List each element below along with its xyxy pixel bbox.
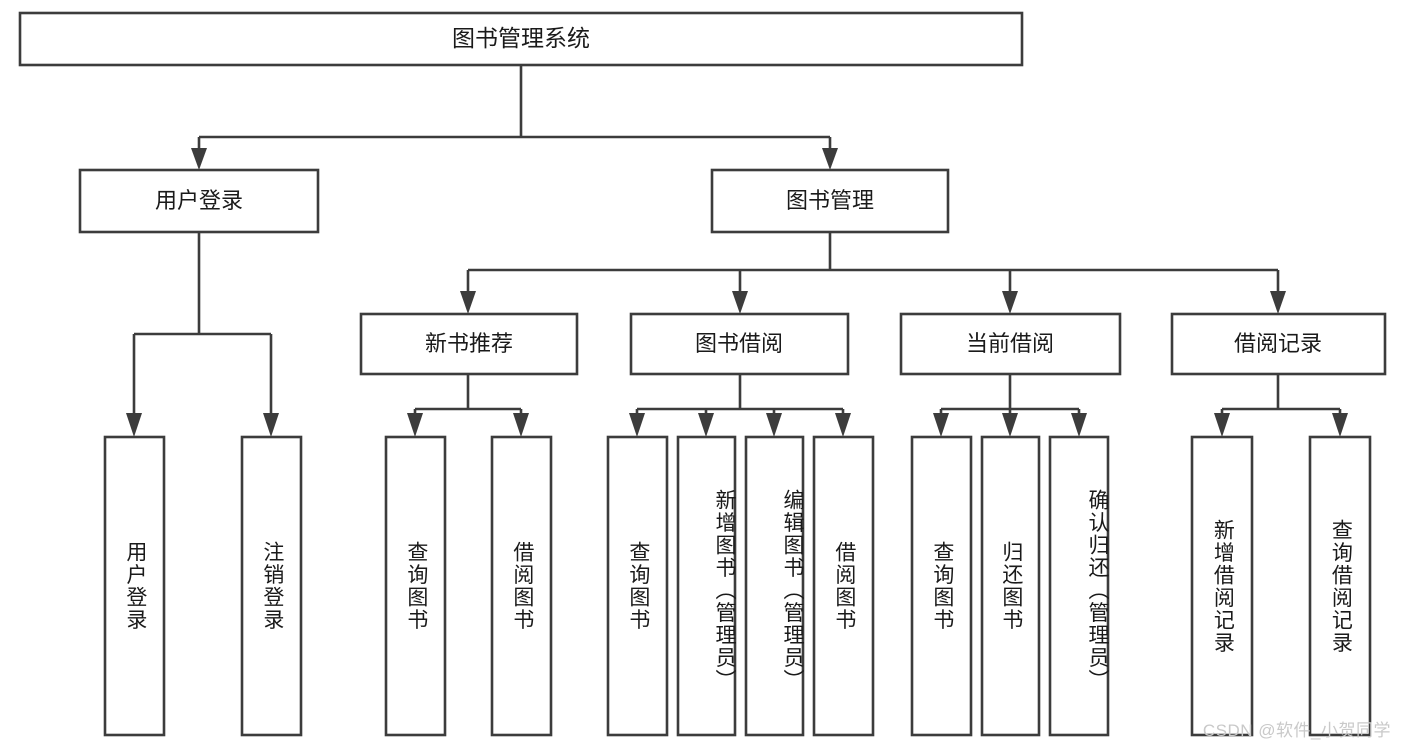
node-box-borrow-record[interactable] (1170, 312, 1387, 376)
node-box-leaf-nb-borrow-book[interactable] (490, 435, 553, 737)
arrow-leaf-logout (263, 413, 279, 437)
arrow-leaf-user-login (126, 413, 142, 437)
connector-layer (126, 65, 1348, 437)
node-box-book-borrow[interactable] (629, 312, 850, 376)
arrow-leaf-cb-confirm (1071, 413, 1087, 437)
node-box-leaf-logout[interactable] (240, 435, 303, 737)
arrow-leaf-br-add (1214, 413, 1230, 437)
arrow-to-book-manage (822, 148, 838, 170)
node-box-leaf-bb-edit-book[interactable] (744, 435, 805, 737)
arrow-leaf-bb-add (698, 413, 714, 437)
arrow-leaf-nb-query (407, 413, 423, 437)
arrow-leaf-bb-query (629, 413, 645, 437)
node-label-user-login: 用户登录 (155, 188, 243, 213)
node-box-leaf-bb-add-book[interactable] (676, 435, 737, 737)
node-box-leaf-bb-borrow-book[interactable] (812, 435, 875, 737)
arrow-to-borrow-record (1270, 291, 1286, 314)
watermark-text: CSDN @软件_小贺同学 (1202, 721, 1391, 740)
arrow-to-user-login (191, 148, 207, 170)
arrow-leaf-nb-borrow (513, 413, 529, 437)
arrow-to-book-borrow (732, 291, 748, 314)
arrow-leaf-bb-borrow (835, 413, 851, 437)
node-label-current-borrow: 当前借阅 (966, 331, 1054, 356)
node-box-leaf-cb-return-book[interactable] (980, 435, 1041, 737)
node-box-user-login[interactable] (78, 168, 320, 234)
node-box-book-manage[interactable] (710, 168, 950, 234)
node-layer: 图书管理系统 用户登录 图书管理 新书推荐 图书借阅 当前借阅 借阅记录 (18, 11, 1387, 737)
node-box-new-book-recommend[interactable] (359, 312, 579, 376)
node-box-leaf-cb-confirm-return[interactable] (1048, 435, 1110, 737)
node-box-leaf-cb-query-book[interactable] (910, 435, 973, 737)
node-label-root: 图书管理系统 (452, 25, 590, 51)
node-label-book-manage: 图书管理 (786, 188, 874, 213)
arrow-leaf-cb-query (933, 413, 949, 437)
arrow-leaf-br-query (1332, 413, 1348, 437)
node-label-new-book-recommend: 新书推荐 (425, 331, 513, 356)
node-label-book-borrow: 图书借阅 (695, 331, 783, 356)
node-box-current-borrow[interactable] (899, 312, 1122, 376)
node-box-leaf-br-query-record[interactable] (1308, 435, 1372, 737)
arrow-leaf-bb-edit (766, 413, 782, 437)
arrow-leaf-cb-return (1002, 413, 1018, 437)
node-label-borrow-record: 借阅记录 (1234, 331, 1322, 356)
arrow-to-current-borrow (1002, 291, 1018, 314)
node-box-leaf-bb-query-book[interactable] (606, 435, 669, 737)
node-box-root[interactable] (18, 11, 1024, 67)
node-box-leaf-user-login[interactable] (103, 435, 166, 737)
node-box-leaf-br-add-record[interactable] (1190, 435, 1254, 737)
node-box-leaf-nb-query-book[interactable] (384, 435, 447, 737)
arrow-to-new-book (460, 291, 476, 314)
